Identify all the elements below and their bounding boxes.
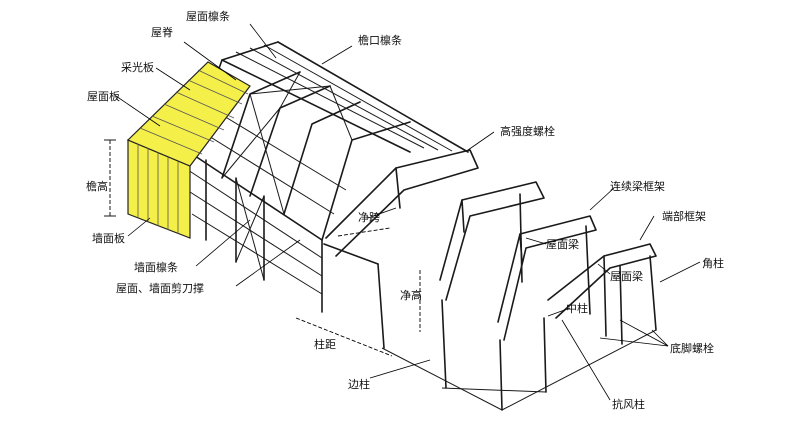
end-frame-rafter [547, 243, 657, 319]
ground-front [501, 329, 657, 411]
left-eave-line [185, 149, 323, 241]
portal-3-left-col [499, 339, 503, 411]
roof-purlin-5 [195, 127, 335, 215]
label-bracing: 屋面、墙面剪刀撑 [116, 282, 204, 295]
label-high-strength-bolt: 高强度螺栓 [500, 125, 555, 138]
frame-b [249, 85, 331, 197]
label-roof-beam-2: 屋面梁 [610, 270, 643, 283]
label-clear-height: 净高 [400, 289, 422, 302]
wall-purlin-2 [189, 191, 323, 277]
roof-panel-shape [126, 61, 251, 167]
wind-column-2 [619, 265, 623, 345]
label-bay-spacing: 柱距 [314, 338, 336, 351]
end-frame-left-col [543, 317, 547, 393]
roof-purlin-1 [235, 51, 425, 149]
brace-2 [279, 71, 301, 109]
label-anchor-bolt: 底脚螺栓 [670, 342, 714, 355]
ground-mid [441, 387, 547, 393]
label-continuous-frame: 连续梁框架 [610, 180, 665, 193]
label-wind-column: 抗风柱 [612, 398, 645, 411]
label-corner-column: 角柱 [702, 257, 724, 270]
portal-3-right-col [585, 225, 591, 315]
panel-ribs [137, 69, 249, 234]
end-frame-right-col [649, 255, 657, 331]
brace-6 [249, 93, 285, 215]
label-roof-beam-1: 屋面梁 [546, 238, 579, 251]
label-roof-panel: 屋面板 [87, 90, 120, 103]
roof-purlin-2 [249, 47, 439, 151]
portal-1-eave [323, 243, 379, 265]
brace-5 [221, 107, 281, 179]
label-eave-purlin: 檐口檩条 [358, 34, 402, 47]
portal-3-post [519, 233, 523, 263]
label-clear-span: 净跨 [358, 211, 380, 224]
clear-span-dim [337, 227, 391, 237]
ridge-line [221, 59, 411, 153]
portal-2-left-col [441, 299, 447, 389]
leader-lines [115, 23, 701, 401]
label-roof-purlin: 屋面檩条 [186, 10, 230, 23]
portal-frame-1-rafter [325, 149, 479, 257]
brace-4 [329, 85, 353, 141]
wall-purlin-1 [187, 169, 323, 259]
eave-line [277, 41, 469, 153]
brace-3 [311, 101, 361, 125]
label-skylight-panel: 采光板 [121, 61, 154, 74]
portal-1-left-col [377, 263, 385, 349]
label-end-frame: 端部框架 [662, 210, 706, 223]
portal-frame-3-rafter [497, 215, 597, 341]
roof-purlin-3 [263, 44, 453, 152]
portal-1-post [395, 167, 401, 209]
roof-purlin-4 [203, 103, 347, 191]
frame-c [283, 101, 361, 215]
portal-frame-2-rafter [439, 181, 545, 301]
ground-left [381, 347, 503, 411]
bay-spacing-dim [295, 317, 393, 357]
wall-brace-2 [235, 195, 265, 263]
label-middle-column: 中柱 [566, 302, 588, 315]
label-wall-purlin: 墙面檩条 [134, 261, 178, 274]
label-eave-height: 檐高 [86, 180, 108, 193]
wind-column-1 [603, 255, 607, 337]
portal-2-post [461, 199, 465, 233]
label-wall-panel: 墙面板 [92, 232, 125, 245]
label-ridge: 屋脊 [151, 26, 173, 39]
label-side-column: 边柱 [348, 378, 370, 391]
